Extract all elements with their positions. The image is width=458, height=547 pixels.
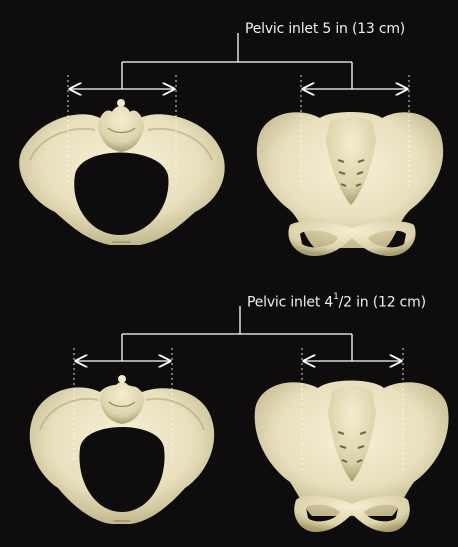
bottom-label-fraction-den: /2 (339, 295, 352, 311)
bottom-inlet-label: Pelvic inlet 41/2 in (12 cm) (247, 294, 426, 311)
top-front-pelvis (19, 99, 225, 245)
bottom-panel (30, 306, 449, 532)
bottom-label-prefix: Pelvic inlet 4 (247, 295, 333, 311)
bottom-rear-pelvis (255, 381, 449, 533)
top-panel (19, 33, 443, 256)
top-bracket (122, 33, 352, 89)
bottom-front-pelvis (30, 375, 214, 524)
bottom-label-suffix: in (12 cm) (352, 295, 426, 311)
bottom-bracket (122, 306, 352, 361)
bottom-label-fraction-num: 1 (333, 292, 339, 302)
top-rear-pelvis (257, 112, 443, 256)
top-inlet-label: Pelvic inlet 5 in (13 cm) (245, 21, 405, 37)
